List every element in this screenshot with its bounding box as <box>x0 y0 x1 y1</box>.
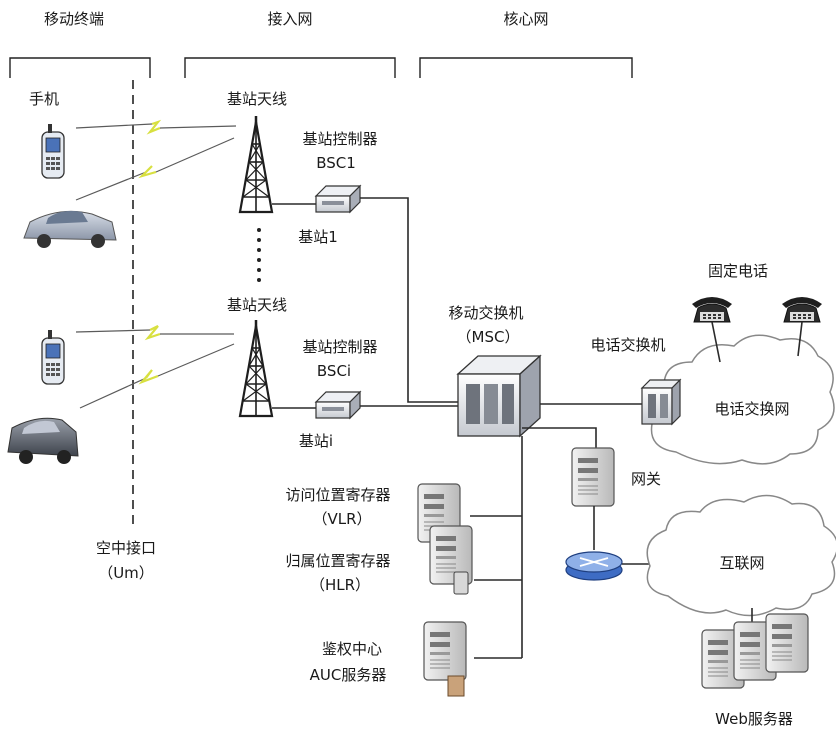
vlr-code: （VLR） <box>312 510 371 528</box>
bracket-access-network <box>184 57 396 78</box>
air-interface-code: （Um） <box>98 564 154 582</box>
auc-title: 鉴权中心 <box>322 640 382 658</box>
vlr-title: 访问位置寄存器 <box>285 486 390 504</box>
fixed-phone-label: 固定电话 <box>708 262 768 280</box>
antenna-top-label: 基站天线 <box>227 90 287 108</box>
bs-top-label: 基站1 <box>298 228 338 246</box>
signal-bottom-2 <box>79 343 235 409</box>
phone-icon <box>41 123 65 179</box>
bsc-top-title: 基站控制器 <box>302 130 377 148</box>
base-station-icon <box>315 391 361 419</box>
msc-code: （MSC） <box>457 328 520 346</box>
signal-top-2 <box>75 137 235 201</box>
signal-bottom-1 <box>75 325 234 341</box>
car-icon <box>23 210 117 248</box>
server-icon <box>571 447 615 507</box>
telephone-network-label: 电话交换网 <box>714 400 789 418</box>
msc-switch-icon <box>456 354 542 438</box>
cloud-icon <box>646 494 836 617</box>
antenna-tower-icon <box>238 114 274 214</box>
phone-icon <box>41 329 65 385</box>
antenna-tower-icon <box>238 318 274 418</box>
link-bsc-top-msc <box>360 197 458 403</box>
link-phone-2 <box>797 321 803 357</box>
server-icon <box>423 621 467 681</box>
auc-key-icon <box>447 675 465 697</box>
hlr-device-icon <box>453 571 469 595</box>
base-station-icon <box>315 185 361 213</box>
hlr-title: 归属位置寄存器 <box>285 552 390 570</box>
bracket-core-network <box>419 57 633 78</box>
bsc-bottom-name: BSCi <box>317 362 351 380</box>
telephone-switch-icon <box>640 378 682 426</box>
section-mobile-terminal: 移动终端 <box>44 10 104 28</box>
bsc-bottom-title: 基站控制器 <box>302 338 377 356</box>
telephone-switch-label: 电话交换机 <box>590 336 665 354</box>
link-msc-gateway <box>522 427 597 448</box>
bracket-mobile-terminal <box>9 57 151 78</box>
air-interface-label: 空中接口 <box>96 539 156 557</box>
car-icon <box>7 417 79 464</box>
antenna-bottom-label: 基站天线 <box>227 296 287 314</box>
phone-label: 手机 <box>29 90 59 108</box>
link-phone-1 <box>711 321 721 363</box>
auc-server-label: AUC服务器 <box>310 666 387 684</box>
ellipsis-dots <box>257 228 261 282</box>
gateway-label: 网关 <box>631 470 661 488</box>
bsc-top-name: BSC1 <box>316 154 356 172</box>
telephone-icon <box>691 296 733 323</box>
router-icon <box>565 551 623 581</box>
signal-top-1 <box>75 119 237 135</box>
hlr-code: （HLR） <box>310 576 370 594</box>
web-server-label: Web服务器 <box>715 710 793 728</box>
bs-bottom-label: 基站i <box>299 432 333 450</box>
section-access-network: 接入网 <box>267 10 312 28</box>
section-core-network: 核心网 <box>503 10 548 28</box>
telephone-icon <box>781 296 823 323</box>
msc-title: 移动交换机 <box>448 304 523 322</box>
internet-label: 互联网 <box>719 554 764 572</box>
server-icon <box>765 613 809 673</box>
